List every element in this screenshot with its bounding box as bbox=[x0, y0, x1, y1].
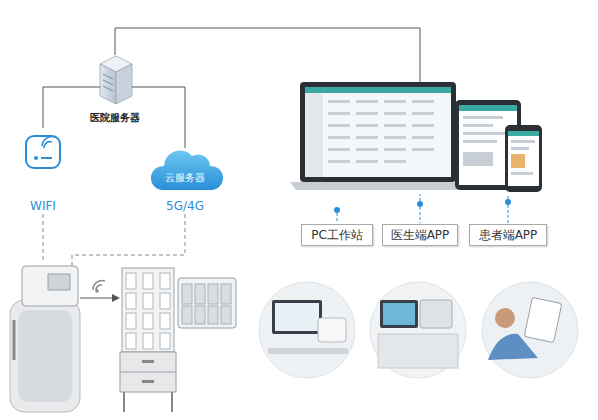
terminal-box: 医生端APP bbox=[382, 224, 458, 246]
node-label: 医院服务器 bbox=[90, 112, 140, 124]
photo-circle bbox=[370, 282, 466, 378]
router-icon bbox=[26, 136, 60, 168]
node-label: 医生端APP bbox=[391, 228, 450, 242]
node-label: WIFI bbox=[30, 199, 56, 213]
node-label: 5G/4G bbox=[166, 199, 204, 213]
wifi-symbol bbox=[93, 280, 105, 292]
terminal-box: 患者端APP bbox=[469, 224, 547, 246]
phone bbox=[505, 125, 542, 192]
node-label: 云服务器 bbox=[165, 172, 205, 184]
laptop bbox=[290, 82, 466, 190]
charging-rack bbox=[120, 268, 176, 412]
terminal-box: PC工作站 bbox=[301, 224, 373, 246]
infusion-monitor bbox=[10, 266, 80, 412]
router-node: WIFI bbox=[18, 128, 68, 213]
server-node: 医院服务器 bbox=[86, 50, 144, 124]
server-icon bbox=[100, 56, 132, 104]
photo-circle bbox=[259, 282, 355, 378]
node-label: 患者端APP bbox=[479, 228, 538, 242]
connector bbox=[144, 87, 185, 148]
cloud-node: 云服务器 5G/4G bbox=[150, 148, 220, 213]
photo-circle bbox=[482, 282, 578, 378]
node-label: PC工作站 bbox=[311, 228, 363, 242]
connector bbox=[43, 87, 86, 128]
charger-box bbox=[178, 278, 236, 328]
cloud-shape bbox=[151, 151, 223, 190]
